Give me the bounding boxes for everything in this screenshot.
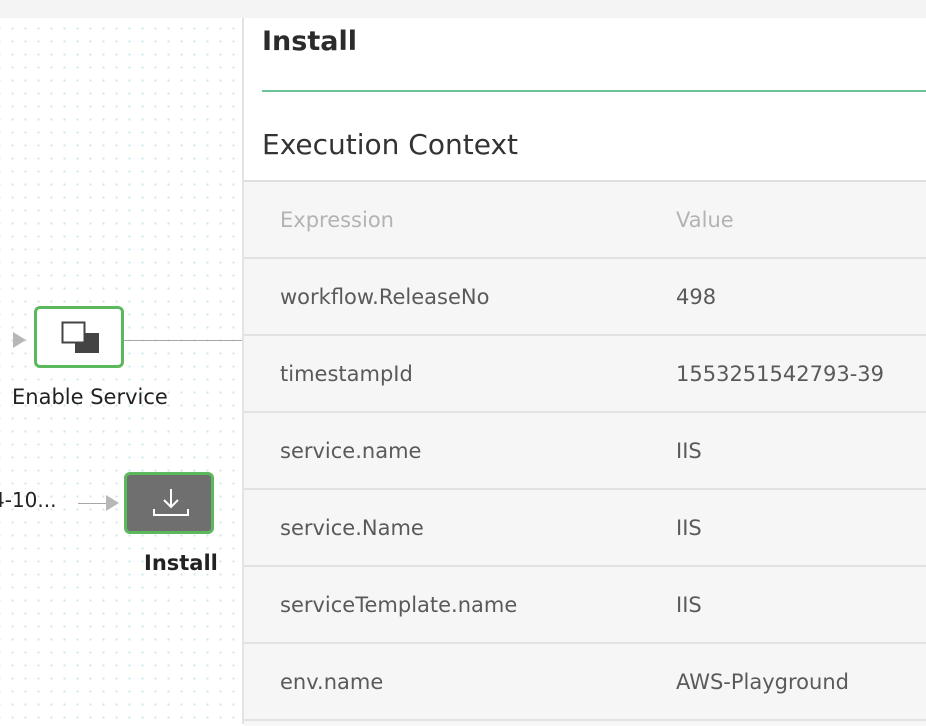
table-row: serviceTemplate.name IIS	[244, 567, 926, 644]
expression-cell: serviceTemplate.name	[280, 593, 518, 617]
workflow-canvas[interactable]: Enable Service 4-10... Install	[0, 18, 242, 724]
value-cell: IIS	[676, 516, 702, 540]
title-underline	[262, 90, 926, 92]
expression-cell: service.name	[280, 439, 422, 463]
section-title: Execution Context	[262, 128, 518, 161]
table-row: service.name IIS	[244, 413, 926, 490]
execution-context-table: Expression Value workflow.ReleaseNo 498 …	[244, 180, 926, 726]
edge-arrow-icon	[106, 495, 119, 511]
details-panel: Install Execution Context Expression Val…	[244, 18, 926, 726]
copy-icon	[61, 321, 101, 353]
top-bar	[0, 0, 926, 18]
table-row: service.Name IIS	[244, 490, 926, 567]
value-cell: IIS	[676, 593, 702, 617]
table-header-row: Expression Value	[244, 182, 926, 259]
edge-arrow-icon	[13, 332, 26, 348]
workflow-edge	[78, 503, 108, 504]
workflow-edge	[124, 340, 242, 341]
expression-cell: timestampId	[280, 362, 413, 386]
download-icon	[151, 485, 191, 521]
enable-service-node[interactable]	[34, 306, 124, 368]
value-cell: 1553251542793-39	[676, 362, 884, 386]
value-cell: AWS-Playground	[676, 670, 849, 694]
panel-title: Install	[262, 26, 357, 57]
column-header-value: Value	[676, 208, 734, 232]
truncated-node-label: 4-10...	[0, 488, 57, 512]
value-cell: IIS	[676, 439, 702, 463]
column-header-expression: Expression	[280, 208, 394, 232]
install-label: Install	[144, 551, 218, 575]
table-row: timestampId 1553251542793-39	[244, 336, 926, 413]
expression-cell: env.name	[280, 670, 384, 694]
panel-divider[interactable]	[242, 18, 244, 724]
value-cell: 498	[676, 285, 717, 309]
install-node[interactable]	[124, 472, 214, 534]
table-row: workflow.ReleaseNo 498	[244, 259, 926, 336]
expression-cell: service.Name	[280, 516, 424, 540]
expression-cell: workflow.ReleaseNo	[280, 285, 490, 309]
table-row: env.name AWS-Playground	[244, 644, 926, 721]
enable-service-label: Enable Service	[12, 385, 168, 409]
